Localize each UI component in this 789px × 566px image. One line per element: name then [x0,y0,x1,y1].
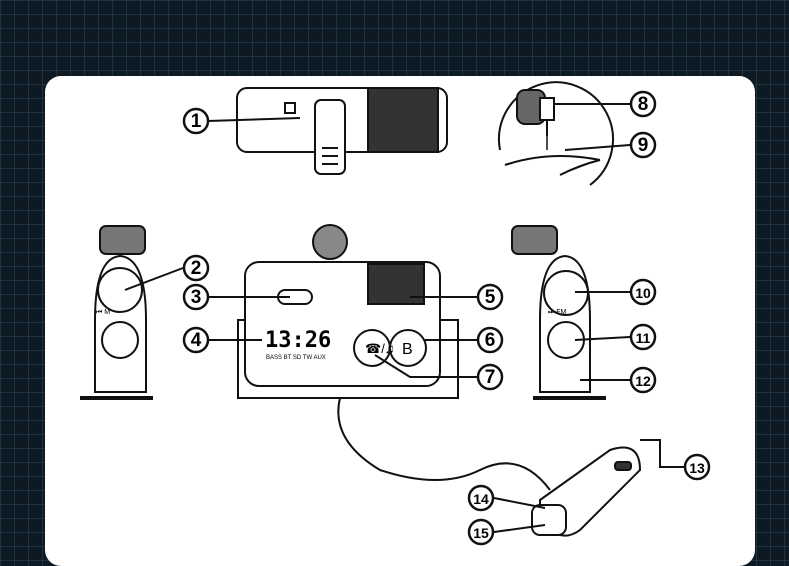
display-time: 13:26 [265,328,331,353]
right-side-view [511,225,606,400]
bass-button-label: B [402,341,413,358]
callout-number: 9 [638,135,649,156]
callout-circle [476,363,504,391]
callout-12: 12 [629,366,657,394]
callout-number: 4 [191,330,202,351]
callout-circle [467,484,495,512]
callout-number: 10 [635,285,651,301]
callout-1: 1 [182,107,210,135]
callout-7: 7 [476,363,504,391]
callout-circle [476,326,504,354]
callout-number: 1 [191,111,202,132]
left-side-view [80,225,153,400]
callout-number: 13 [689,460,705,476]
callout-14: 14 [467,484,495,512]
callout-9: 9 [629,131,657,159]
mic-plug-detail [498,81,614,186]
callout-circle [182,254,210,282]
callout-5: 5 [476,283,504,311]
left-side-label: ⏮ M [96,309,110,316]
callout-circle [182,326,210,354]
callout-number: 8 [638,94,649,115]
callout-number: 14 [473,491,489,507]
callout-10: 10 [629,278,657,306]
callout-number: 5 [485,287,496,308]
callout-circle [629,323,657,351]
callout-circle [467,518,495,546]
right-side-label: ⏭ FM [548,309,567,316]
front-view-device [237,224,459,399]
callout-3: 3 [182,283,210,311]
callout-circle [629,131,657,159]
callout-2: 2 [182,254,210,282]
callout-4: 4 [182,326,210,354]
call-music-button-label: ☎/♫ [365,341,395,356]
callout-circle [629,366,657,394]
callout-number: 7 [485,367,496,388]
callout-15: 15 [467,518,495,546]
callout-number: 3 [191,287,202,308]
callout-number: 15 [473,525,489,541]
callout-6: 6 [476,326,504,354]
callout-number: 12 [635,373,651,389]
device-diagram: 13:26 BASS BT SD TW AUX ☎/♫ B ⏮ M ⏭ FM 1… [80,81,711,546]
callout-13: 13 [683,453,711,481]
callout-number: 11 [636,330,651,346]
callout-8: 8 [629,90,657,118]
callout-circle [629,90,657,118]
leader-lines [124,103,684,533]
callout-circle [182,107,210,135]
callout-11: 11 [629,323,657,351]
callout-circle [476,283,504,311]
callout-circle [629,278,657,306]
callout-circle [683,453,711,481]
car-charger [337,397,642,537]
top-view-device [236,87,448,175]
display-indicators: BASS BT SD TW AUX [266,355,326,361]
callout-number: 6 [485,330,496,351]
callout-circle [182,283,210,311]
callout-number: 2 [191,258,202,279]
